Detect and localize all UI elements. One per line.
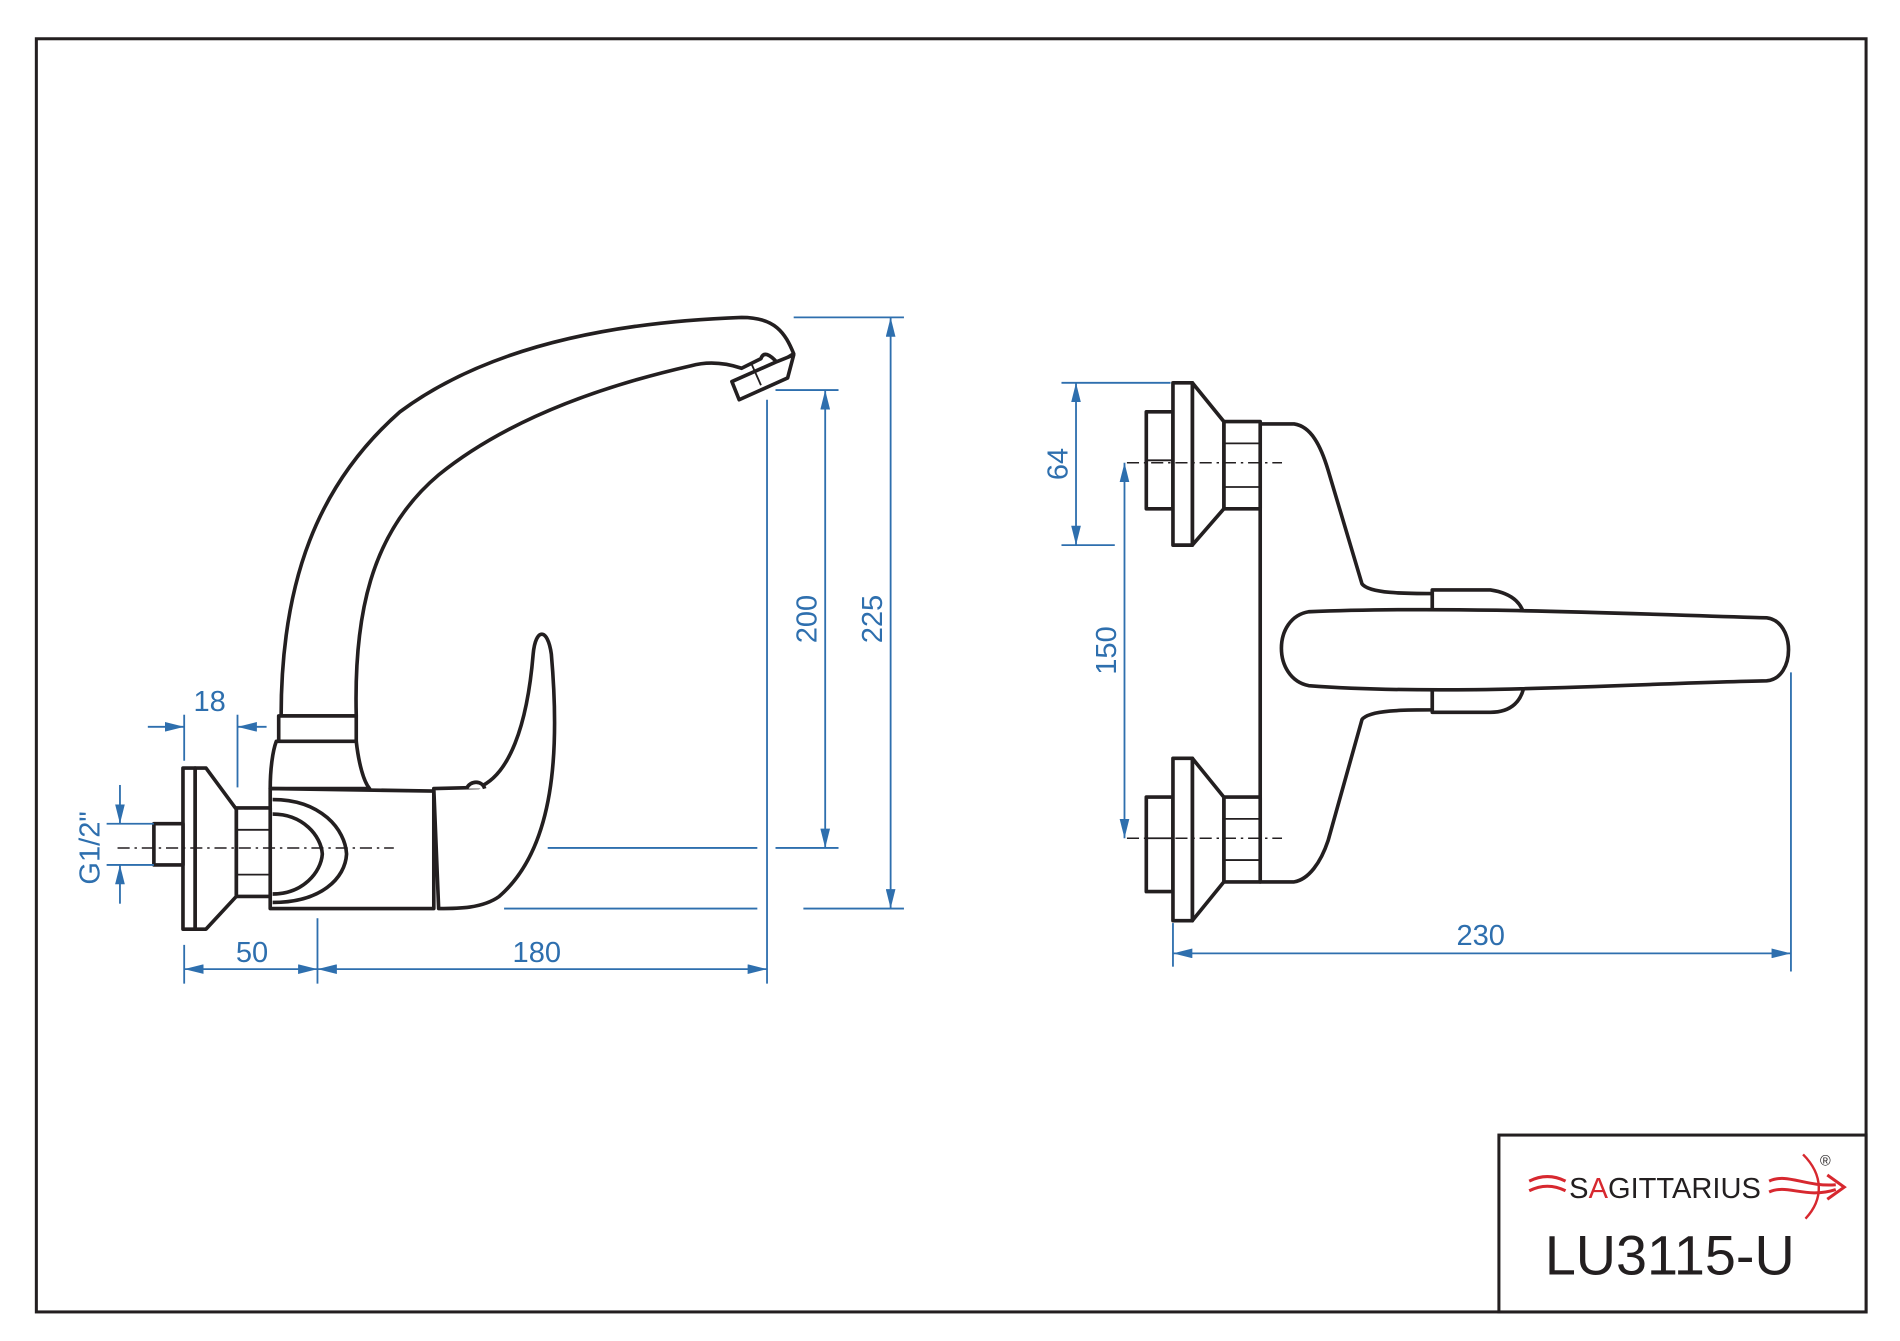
dimension-total-height: 225 — [857, 595, 889, 643]
title-block: SAGITTARIUS ® LU3115-U — [1497, 1133, 1868, 1314]
side-view-dimensions: G1/2" 18 50 180 200 225 — [74, 316, 904, 984]
dimension-nut-width: 18 — [193, 686, 225, 718]
svg-text:SAGITTARIUS: SAGITTARIUS — [1569, 1173, 1761, 1205]
top-view-dimensions: 64 150 230 — [1043, 381, 1792, 972]
dimension-inlet-spacing: 150 — [1091, 626, 1123, 674]
top-view-faucet — [1126, 380, 1791, 923]
dimension-wall-to-body: 50 — [236, 937, 268, 969]
dimension-flange-height: 64 — [1043, 448, 1075, 480]
side-view-faucet — [117, 315, 796, 931]
brand-logo: SAGITTARIUS ® — [1528, 1153, 1847, 1220]
dimension-total-reach: 230 — [1456, 920, 1505, 952]
dimension-body-to-spout: 180 — [513, 937, 562, 969]
dimension-spout-outlet-height: 200 — [792, 595, 824, 643]
registered-mark: ® — [1820, 1153, 1831, 1169]
drawing-frame — [34, 37, 1868, 1314]
dimension-thread-size: G1/2" — [74, 811, 106, 884]
model-number: LU3115-U — [1545, 1224, 1795, 1286]
